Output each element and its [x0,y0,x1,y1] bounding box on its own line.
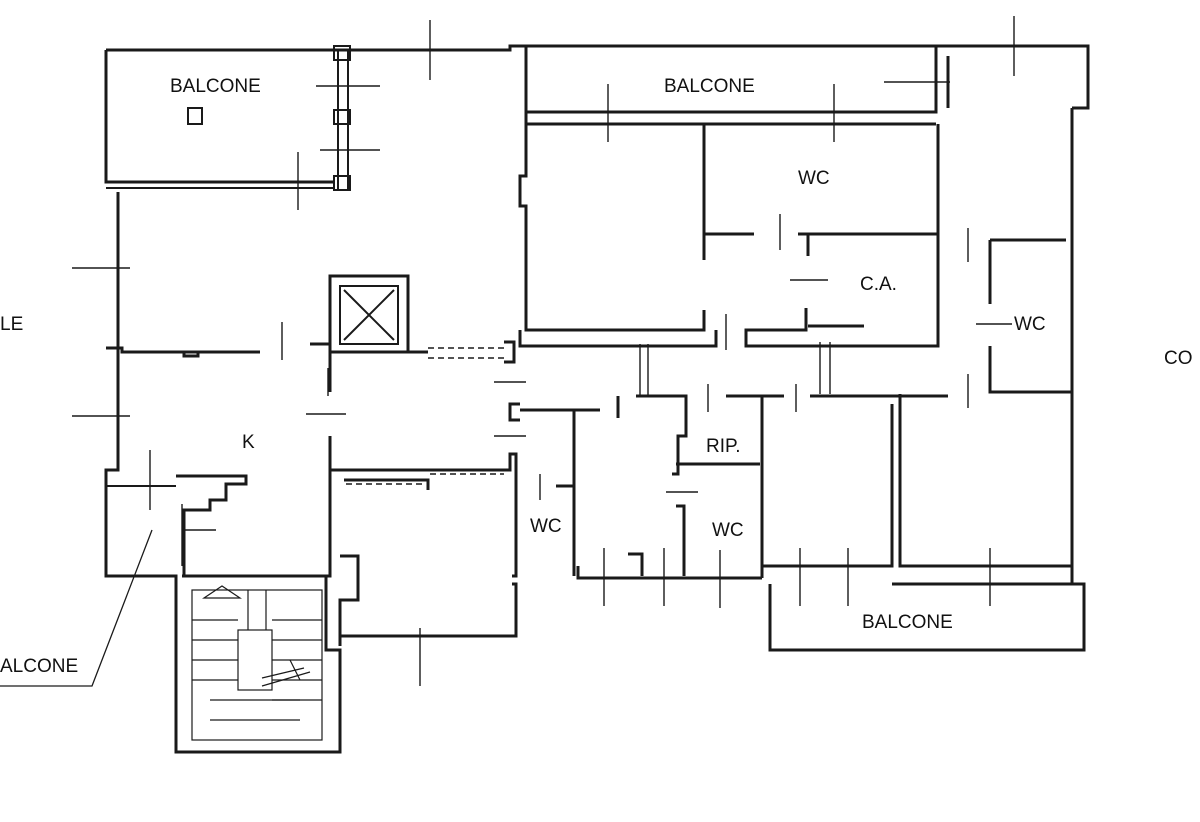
label-ca: C.A. [860,274,897,295]
label-balcone-leader: ALCONE [0,656,78,677]
label-wc-right: WC [1014,314,1046,335]
label-wc-top: WC [798,168,830,189]
column-square [187,107,203,125]
stairwell [170,574,342,754]
label-balcone-top-left: BALCONE [170,76,261,97]
label-k: K [242,432,255,453]
dimension-ticks [72,16,1015,686]
label-wc-mid: WC [712,520,744,541]
stair-arrow-icon [202,585,242,599]
label-edge-right: CO [1164,348,1193,369]
elevator-shaft [328,274,410,354]
outer-walls [104,44,1090,638]
elevator-car [339,285,399,345]
interior-walls [106,56,1086,652]
label-edge-left: LE [0,314,23,335]
balcony-top-left [106,45,351,191]
balcony-leader-line [0,529,153,687]
room-labels: BALCONE BALCONE WC C.A. WC K RIP. WC WC … [0,76,1193,677]
label-balcone-top-mid: BALCONE [664,76,755,97]
label-wc-left: WC [530,516,562,537]
label-rip: RIP. [706,436,741,457]
label-balcone-bottom: BALCONE [862,612,953,633]
